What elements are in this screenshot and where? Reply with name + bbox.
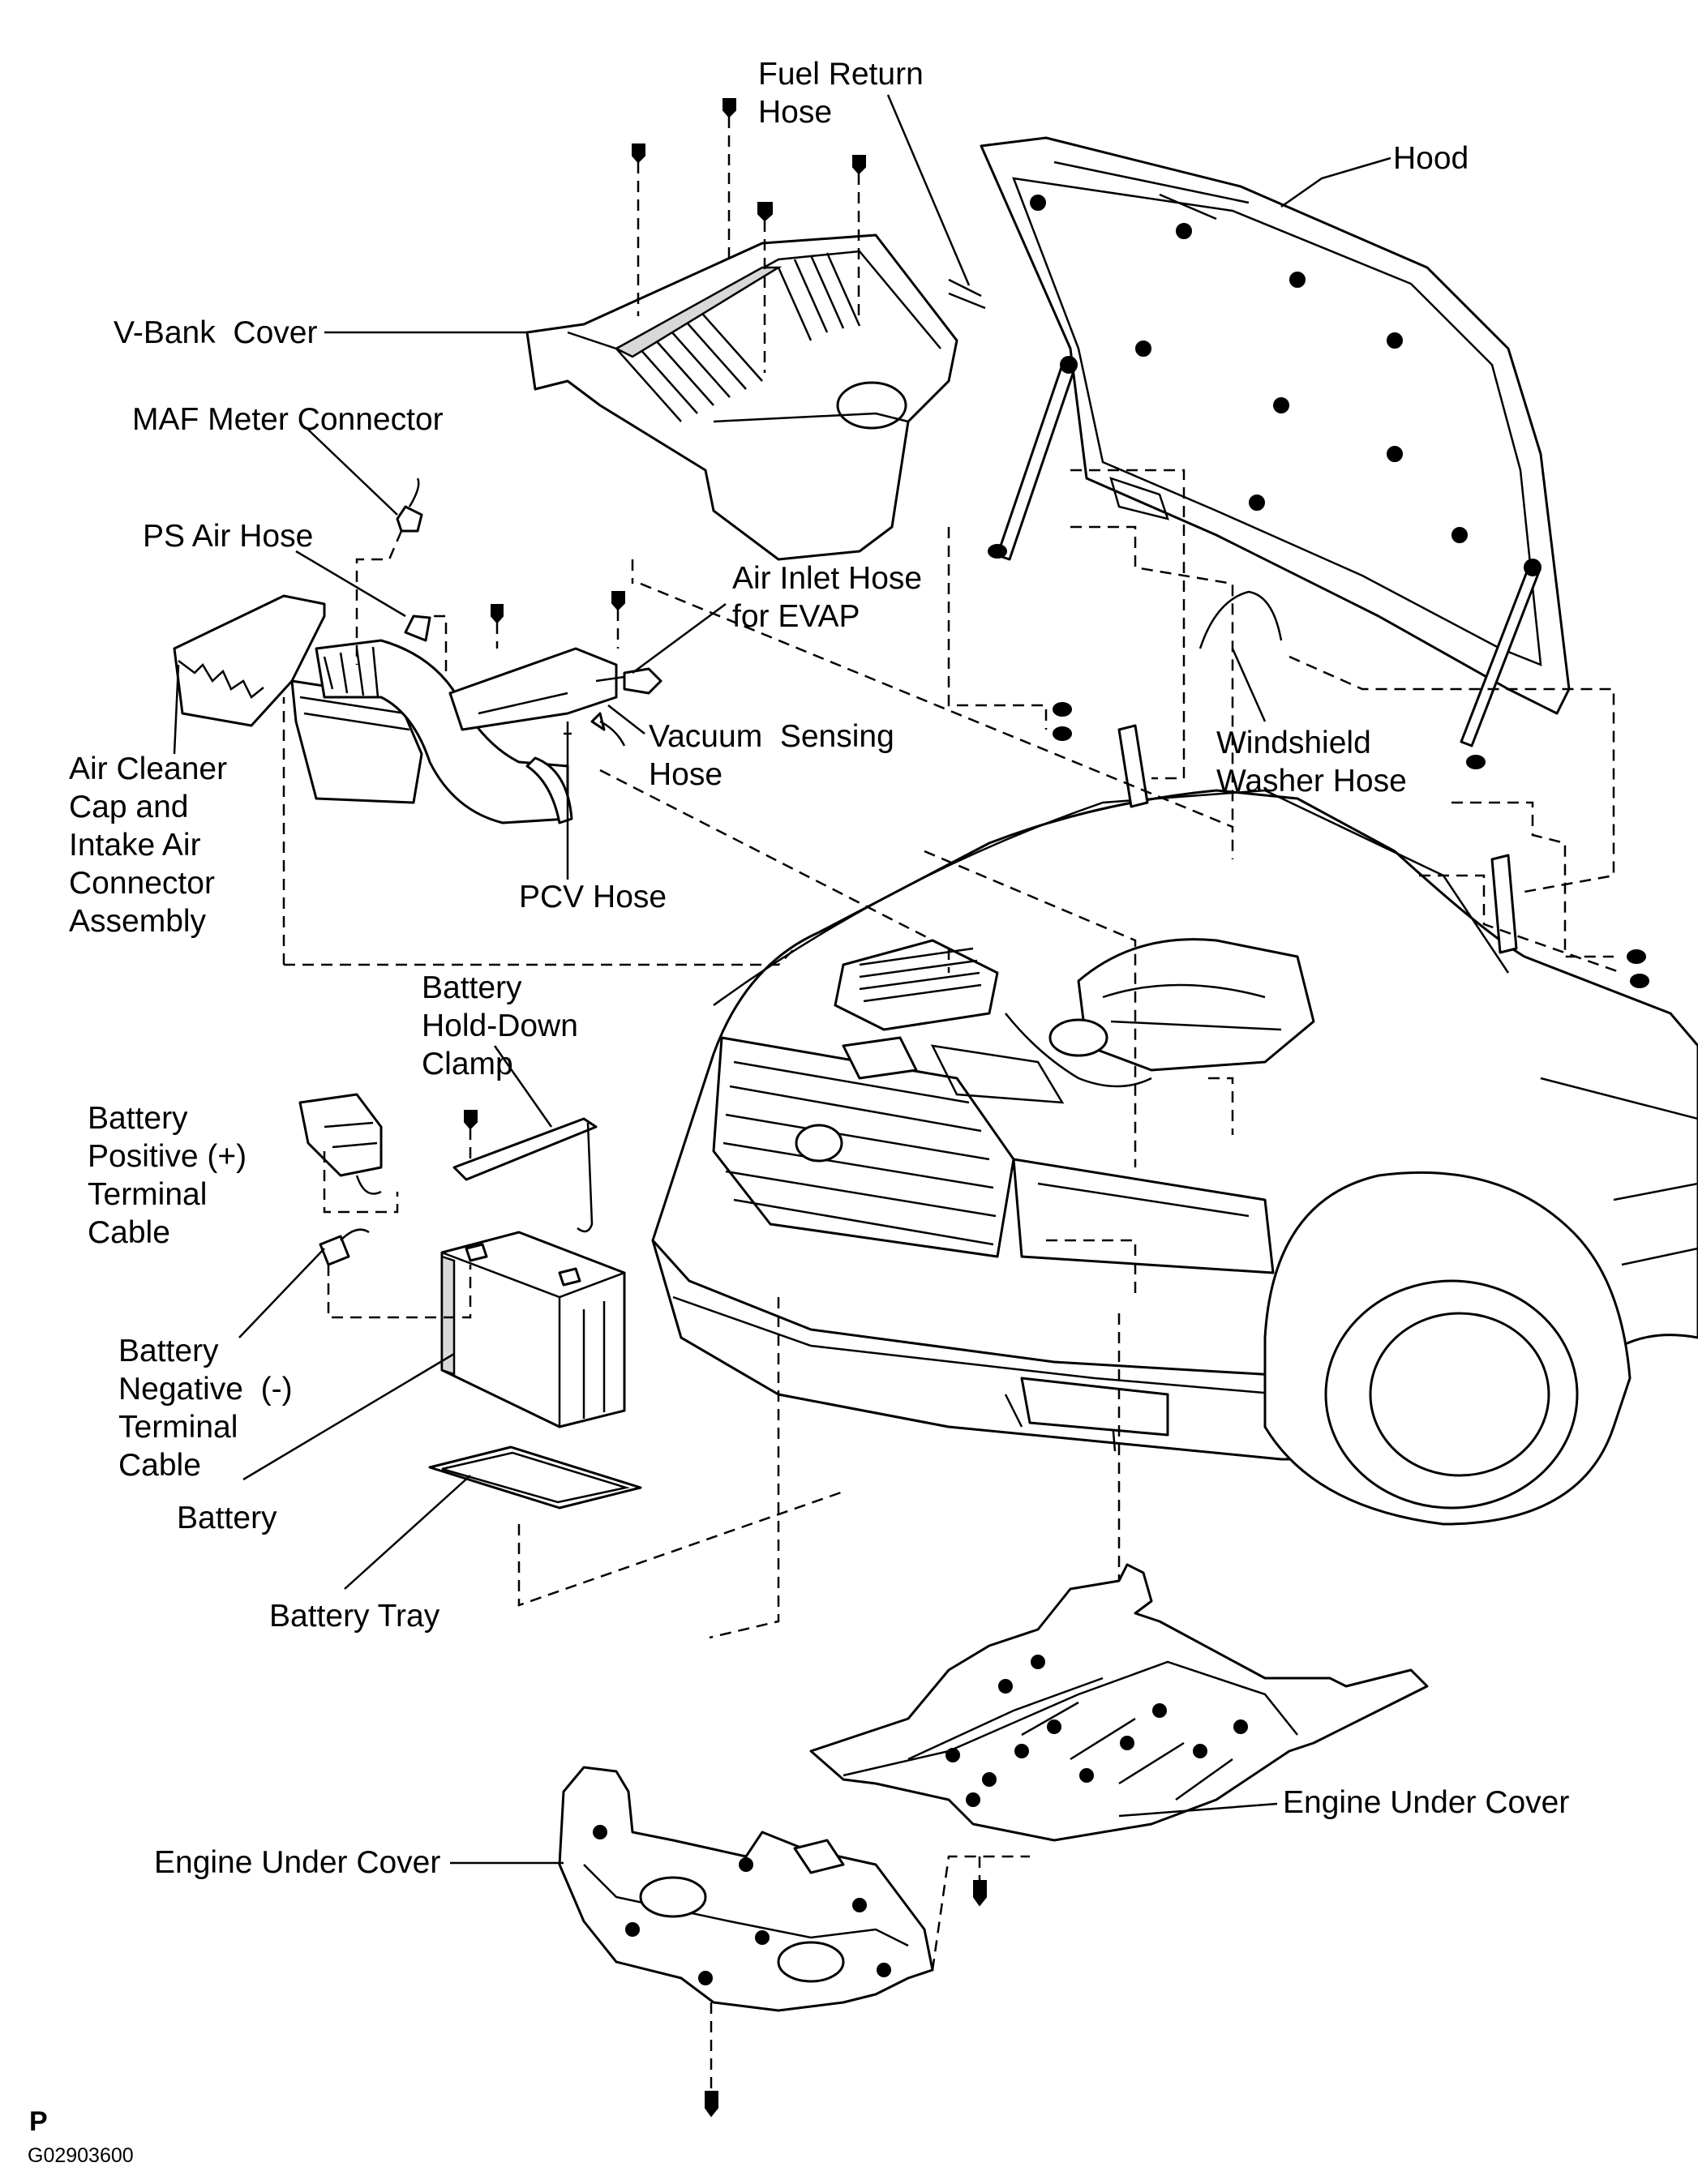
label-air-inlet-hose-evap: Air Inlet Hose for EVAP (732, 561, 923, 634)
v-bank-cover (525, 233, 958, 561)
label-vacuum-sensing-hose: Vacuum Sensing Hose (649, 719, 894, 792)
label-engine-under-cover-left: Engine Under Cover (154, 1845, 441, 1880)
label-maf-meter-connector: MAF Meter Connector (132, 402, 444, 437)
under-cover-bolts (705, 1856, 987, 2118)
engine-under-cover-right (809, 1563, 1429, 1842)
label-pcv-hose: PCV Hose (519, 880, 667, 914)
engine-bay (834, 938, 1315, 1104)
vehicle-front-body (651, 789, 1698, 1526)
leader-lines (173, 156, 1391, 1865)
engine-under-cover-left (558, 1766, 934, 2012)
fuel-return-hose (886, 94, 986, 310)
small-hoses (355, 477, 662, 859)
hood (980, 136, 1649, 988)
v-bank-cover-bolts (631, 98, 866, 584)
battery-group (298, 1093, 844, 1607)
label-battery-positive-cable: Battery Positive (+) Terminal Cable (88, 1101, 247, 1250)
label-battery-negative-cable: Battery Negative (-) Terminal Cable (118, 1334, 293, 1483)
assembly-guide-lines (282, 469, 1623, 1971)
label-battery-tray: Battery Tray (269, 1599, 440, 1634)
label-v-bank-cover: V-Bank Cover (114, 315, 318, 350)
view-letter: P (29, 2106, 48, 2137)
label-windshield-washer-hose: Windshield Washer Hose (1216, 726, 1407, 799)
label-engine-under-cover-right: Engine Under Cover (1283, 1785, 1570, 1820)
label-fuel-return-hose: Fuel Return Hose (758, 57, 924, 130)
label-ps-air-hose: PS Air Hose (143, 519, 314, 554)
label-hood: Hood (1393, 141, 1469, 176)
figure-code: G02903600 (28, 2144, 134, 2167)
label-battery-hold-down-clamp: Battery Hold-Down Clamp (422, 970, 578, 1081)
label-air-cleaner-cap: Air Cleaner Cap and Intake Air Connector… (69, 752, 228, 939)
air-cleaner-assembly (173, 594, 618, 824)
label-battery: Battery (177, 1501, 277, 1535)
